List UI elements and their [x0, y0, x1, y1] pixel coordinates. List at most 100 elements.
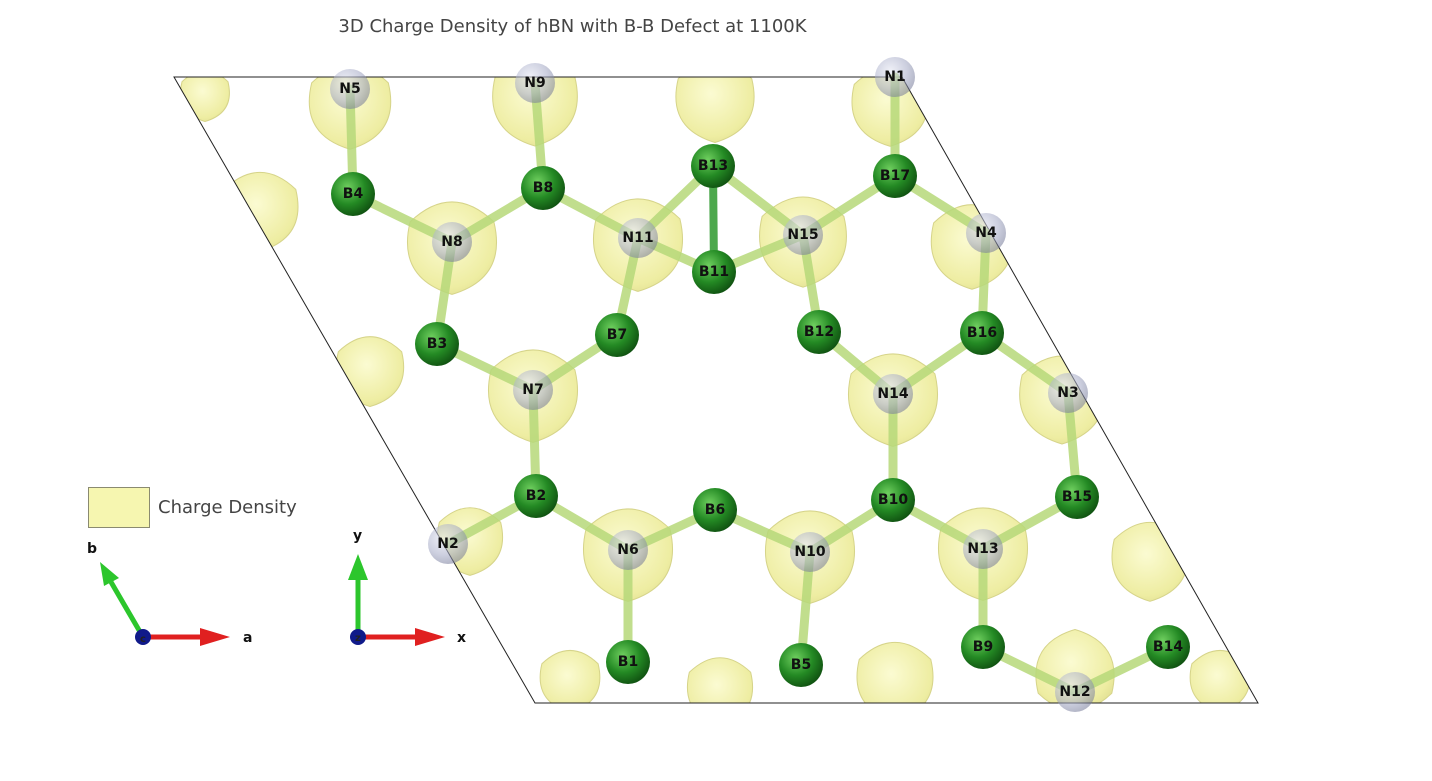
atom-label: N4	[975, 225, 997, 241]
charge-density-lobe	[675, 77, 755, 144]
atom-b9[interactable]: B9	[961, 625, 1005, 669]
cartesian-axes: z x y	[348, 528, 466, 646]
boron-sphere	[606, 640, 650, 684]
axis-c-label: c	[140, 634, 146, 645]
nitrogen-sphere	[1055, 672, 1095, 712]
atom-b14[interactable]: B14	[1146, 625, 1190, 669]
atom-b13[interactable]: B13	[691, 144, 735, 188]
nitrogen-sphere	[873, 374, 913, 414]
atom-b17[interactable]: B17	[873, 154, 917, 198]
boron-sphere	[521, 166, 565, 210]
axis-a-head	[200, 628, 230, 646]
nitrogen-sphere	[618, 218, 658, 258]
boron-sphere	[1146, 625, 1190, 669]
atom-label: N9	[524, 75, 545, 91]
atom-b11[interactable]: B11	[692, 250, 736, 294]
atom-b3[interactable]: B3	[415, 322, 459, 366]
boron-sphere	[873, 154, 917, 198]
nitrogen-sphere	[513, 370, 553, 410]
atom-n9[interactable]: N9	[515, 63, 555, 103]
atom-label: N5	[339, 81, 360, 97]
atom-n8[interactable]: N8	[432, 222, 472, 262]
atom-b5[interactable]: B5	[779, 643, 823, 687]
atom-label: B11	[699, 264, 729, 280]
nitrogen-sphere	[963, 529, 1003, 569]
atom-n1[interactable]: N1	[875, 57, 915, 97]
atom-n15[interactable]: N15	[783, 215, 823, 255]
atom-n5[interactable]: N5	[330, 69, 370, 109]
axis-a-label: a	[243, 630, 252, 646]
atom-n12[interactable]: N12	[1055, 672, 1095, 712]
axis-c-origin	[135, 629, 151, 645]
boron-sphere	[960, 311, 1004, 355]
atom-label: B17	[880, 168, 910, 184]
charge-density-lobe	[1189, 650, 1251, 703]
boron-sphere	[961, 625, 1005, 669]
boron-sphere	[693, 488, 737, 532]
atom-b4[interactable]: B4	[331, 172, 375, 216]
atom-n4[interactable]: N4	[966, 213, 1006, 253]
atom-n13[interactable]: N13	[963, 529, 1003, 569]
nitrogen-sphere	[432, 222, 472, 262]
boron-sphere	[871, 478, 915, 522]
atom-label: N2	[437, 536, 458, 552]
axis-x-head	[415, 628, 445, 646]
atom-n7[interactable]: N7	[513, 370, 553, 410]
atom-label: B13	[698, 158, 728, 174]
nitrogen-sphere	[875, 57, 915, 97]
atom-label: B6	[705, 502, 725, 518]
nitrogen-sphere	[330, 69, 370, 109]
axis-z-origin	[350, 629, 366, 645]
atom-b16[interactable]: B16	[960, 311, 1004, 355]
nitrogen-sphere	[790, 532, 830, 572]
figure-title: 3D Charge Density of hBN with B-B Defect…	[338, 16, 807, 37]
atom-label: N10	[794, 544, 825, 560]
atom-label: N14	[877, 386, 908, 402]
boron-sphere	[514, 474, 558, 518]
atom-b15[interactable]: B15	[1055, 475, 1099, 519]
boron-sphere	[331, 172, 375, 216]
atom-label: B2	[526, 488, 546, 504]
atom-label: N6	[617, 542, 638, 558]
atom-label: B16	[967, 325, 997, 341]
atom-label: B1	[618, 654, 638, 670]
atom-label: B3	[427, 336, 447, 352]
atom-label: N13	[967, 541, 998, 557]
atom-n14[interactable]: N14	[873, 374, 913, 414]
atom-label: B15	[1062, 489, 1092, 505]
atom-label: B9	[973, 639, 993, 655]
atom-n3[interactable]: N3	[1048, 373, 1088, 413]
nitrogen-sphere	[783, 215, 823, 255]
atom-b10[interactable]: B10	[871, 478, 915, 522]
atom-label: B7	[607, 327, 627, 343]
atom-label: B8	[533, 180, 553, 196]
legend[interactable]: Charge Density	[88, 487, 297, 528]
nitrogen-sphere	[428, 524, 468, 564]
atom-n2[interactable]: N2	[428, 524, 468, 564]
atom-n11[interactable]: N11	[618, 218, 658, 258]
atom-label: N15	[787, 227, 818, 243]
lattice-axes: c a b	[87, 541, 252, 646]
legend-label: Charge Density	[158, 497, 297, 518]
atom-b6[interactable]: B6	[693, 488, 737, 532]
atom-b2[interactable]: B2	[514, 474, 558, 518]
atom-label: B10	[878, 492, 908, 508]
atom-label: N12	[1059, 684, 1090, 700]
atom-b8[interactable]: B8	[521, 166, 565, 210]
atom-label: N3	[1057, 385, 1078, 401]
charge-density-lobe	[335, 336, 405, 408]
atom-label: N11	[622, 230, 653, 246]
charge-density-lobe	[856, 641, 934, 703]
atom-label: B5	[791, 657, 811, 673]
atom-b12[interactable]: B12	[797, 310, 841, 354]
boron-sphere	[595, 313, 639, 357]
atom-label: N7	[522, 382, 543, 398]
atom-b7[interactable]: B7	[595, 313, 639, 357]
atom-b1[interactable]: B1	[606, 640, 650, 684]
boron-sphere	[779, 643, 823, 687]
atom-n6[interactable]: N6	[608, 530, 648, 570]
atom-n10[interactable]: N10	[790, 532, 830, 572]
boron-sphere	[797, 310, 841, 354]
